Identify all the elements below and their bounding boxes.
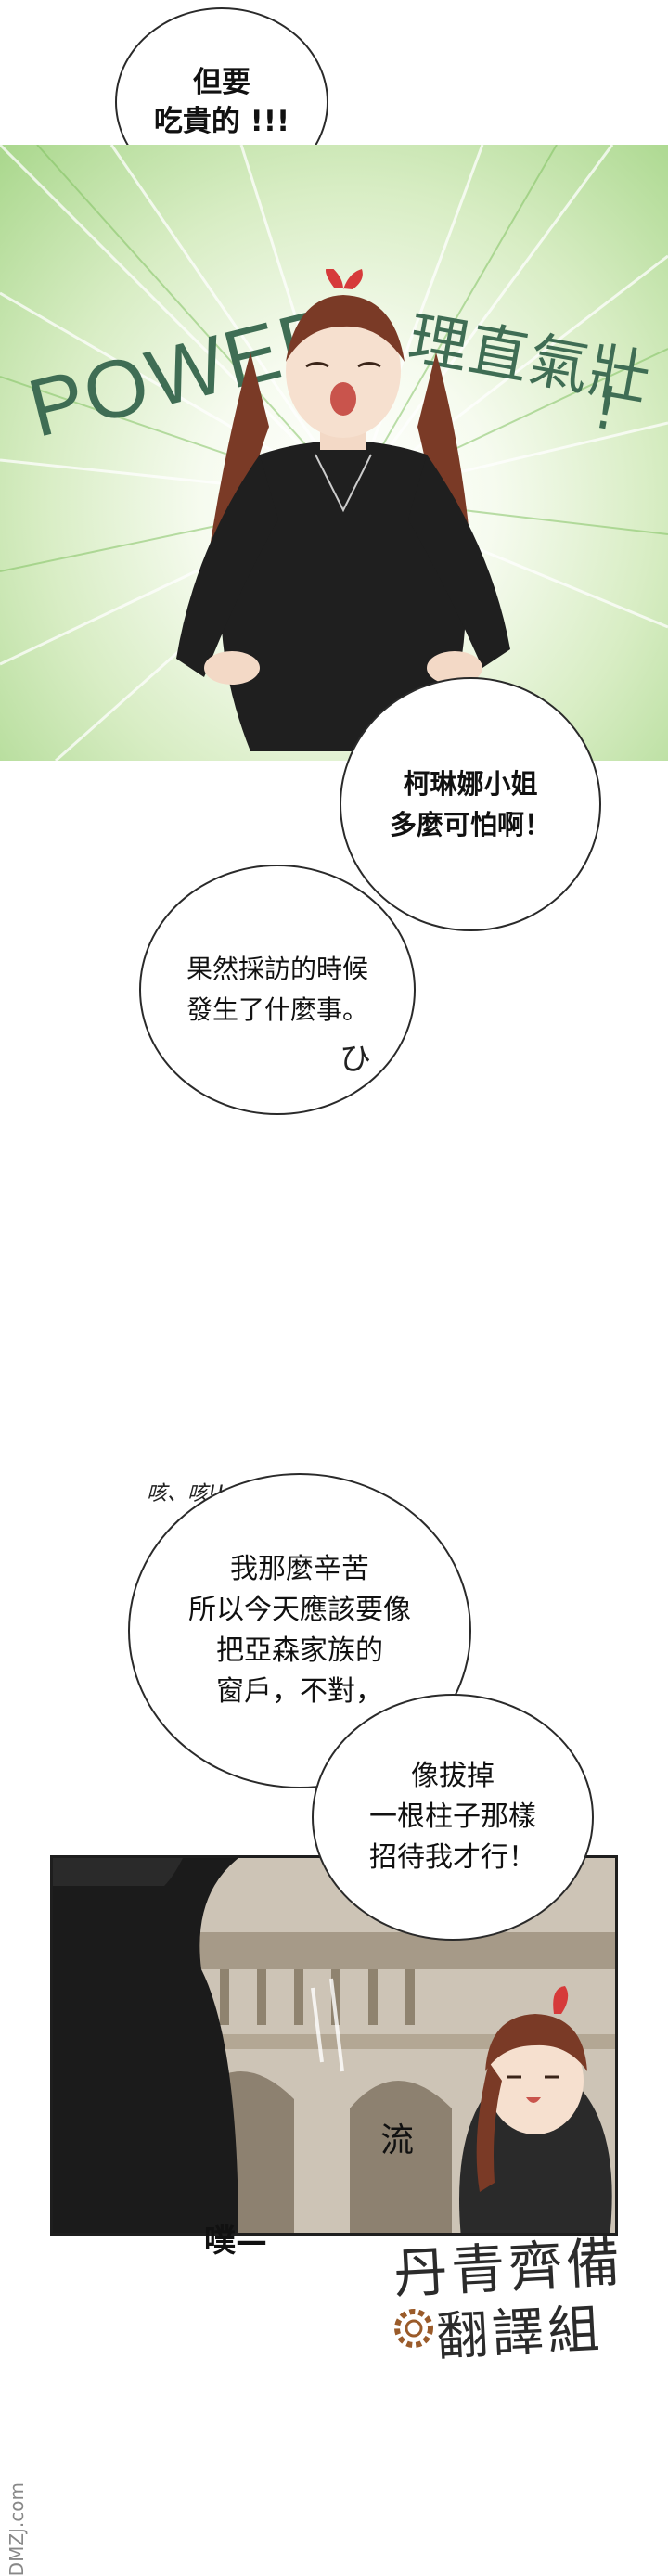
- watermark-site: DMZJ.com: [6, 2482, 28, 2576]
- gear-icon: [394, 2309, 433, 2348]
- bubble-text: 柯琳娜小姐 多麼可怕啊！: [389, 768, 551, 840]
- bubble-text: 但要 吃貴的 !!!: [153, 66, 290, 138]
- sfx-pfft: 噗—: [204, 2223, 267, 2260]
- bubble-text: 果然採訪的時候 發生了什麼事。: [186, 954, 368, 1025]
- bubble-text: 像拔掉 一根柱子那樣 招待我才行！: [369, 1760, 536, 1874]
- woman-character: [176, 269, 510, 751]
- watermark-translation-group: 翻譯組: [434, 2299, 605, 2368]
- speech-bubble-scary: 柯琳娜小姐 多麼可怕啊！: [340, 677, 601, 931]
- speech-bubble-interview: 果然採訪的時候 發生了什麼事。: [139, 865, 416, 1115]
- speech-bubble-treat-me: 像拔掉 一根柱子那樣 招待我才行！: [312, 1694, 594, 1941]
- bubble-text: 我那麼辛苦 所以今天應該要像 把亞森家族的 窗戶，不對，: [188, 1553, 411, 1708]
- sfx-drool: 流: [380, 2121, 415, 2159]
- sfx-sigh: ひ: [340, 1041, 371, 1078]
